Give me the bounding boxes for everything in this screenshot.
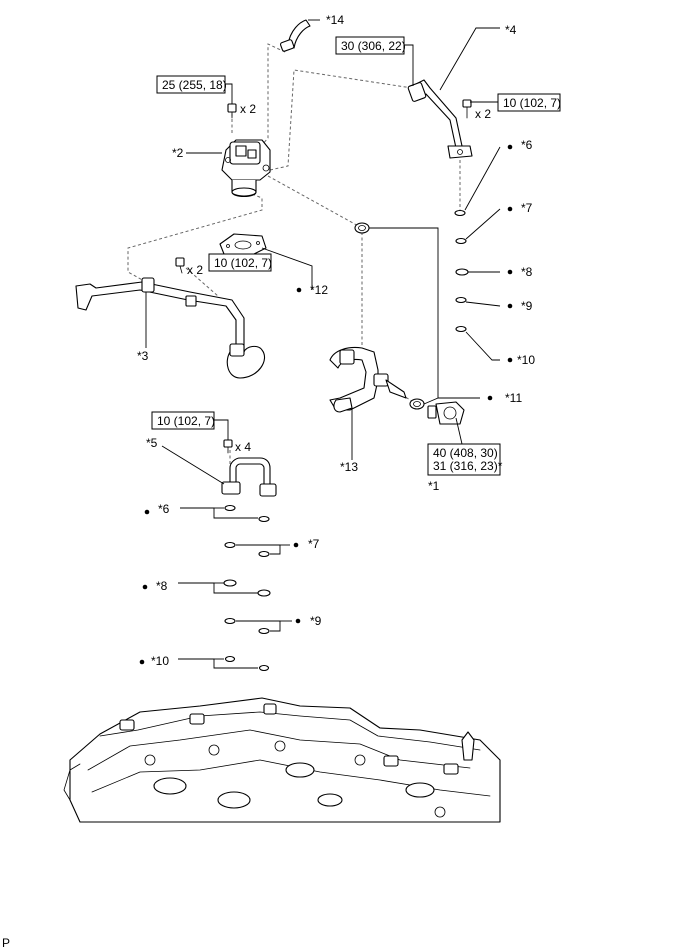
callout-8-right: *8 (521, 265, 533, 279)
egr-pipe-5 (161, 445, 277, 497)
svg-text:30 (306, 22): 30 (306, 22) (341, 39, 406, 53)
egr-pipe-13 (329, 346, 407, 460)
callout-2: *2 (172, 146, 184, 160)
callout-6-left: *6 (158, 502, 170, 516)
torque-spec-10-pipe4: 10 (102, 7) (470, 93, 561, 112)
svg-text:10 (102, 7): 10 (102, 7) (503, 96, 561, 110)
callout-9-left: *9 (310, 614, 322, 628)
callout-8-left: *8 (156, 579, 168, 593)
callout-4: *4 (505, 23, 517, 37)
engine-block (63, 697, 501, 823)
torque-spec-10-gasket12: 10 (102, 7) (208, 253, 272, 272)
bolt-12 (175, 257, 185, 274)
quantity-10-pipe5: x 4 (235, 440, 251, 454)
gaskets-left-column (178, 504, 292, 672)
callout-7-right: *7 (521, 201, 533, 215)
callout-6-right: *6 (521, 138, 533, 152)
torque-spec-30: 30 (306, 22) (335, 36, 414, 86)
egr-valve-2 (186, 139, 271, 198)
callout-9-right: *9 (521, 299, 533, 313)
torque-spec-sensor: 40 (408, 30) 31 (316, 23)* (427, 443, 503, 476)
callout-3: *3 (137, 349, 149, 363)
gasket-11 (354, 222, 480, 410)
callout-1: *1 (428, 479, 440, 493)
callout-11: *11 (505, 391, 522, 405)
bolt-4 (462, 99, 472, 119)
svg-text:31 (316, 23)*: 31 (316, 23)* (433, 459, 503, 473)
svg-text:40 (408, 30): 40 (408, 30) (433, 446, 498, 460)
quantity-25: x 2 (240, 102, 256, 116)
gaskets-right-column (454, 146, 501, 361)
quantity-10-pipe4: x 2 (475, 107, 491, 121)
callout-12: *12 (310, 283, 328, 297)
callout-14: *14 (326, 13, 344, 27)
torque-spec-10-pipe5: 10 (102, 7) (151, 411, 229, 440)
sensor-1 (427, 401, 465, 445)
callout-7-left: *7 (308, 537, 320, 551)
bolt-5 (223, 439, 233, 454)
svg-text:10 (102, 7): 10 (102, 7) (157, 414, 215, 428)
hose-14 (280, 19, 320, 52)
callout-13: *13 (340, 460, 358, 474)
egr-pipe-4 (407, 27, 500, 159)
non-reusable-markers (139, 144, 513, 665)
corner-label: P (2, 936, 10, 949)
callout-10-left: *10 (151, 654, 169, 668)
callout-10-right: *10 (517, 353, 535, 367)
torque-spec-25: 25 (255, 18) (156, 75, 233, 104)
callout-5: *5 (146, 436, 158, 450)
gasket-12 (219, 233, 313, 290)
svg-text:25 (255, 18): 25 (255, 18) (162, 78, 227, 92)
quantity-10-gasket12: x 2 (187, 263, 203, 277)
svg-text:10 (102, 7): 10 (102, 7) (214, 256, 272, 270)
egr-pipe-3 (75, 277, 266, 379)
bolt-25 (227, 103, 237, 119)
